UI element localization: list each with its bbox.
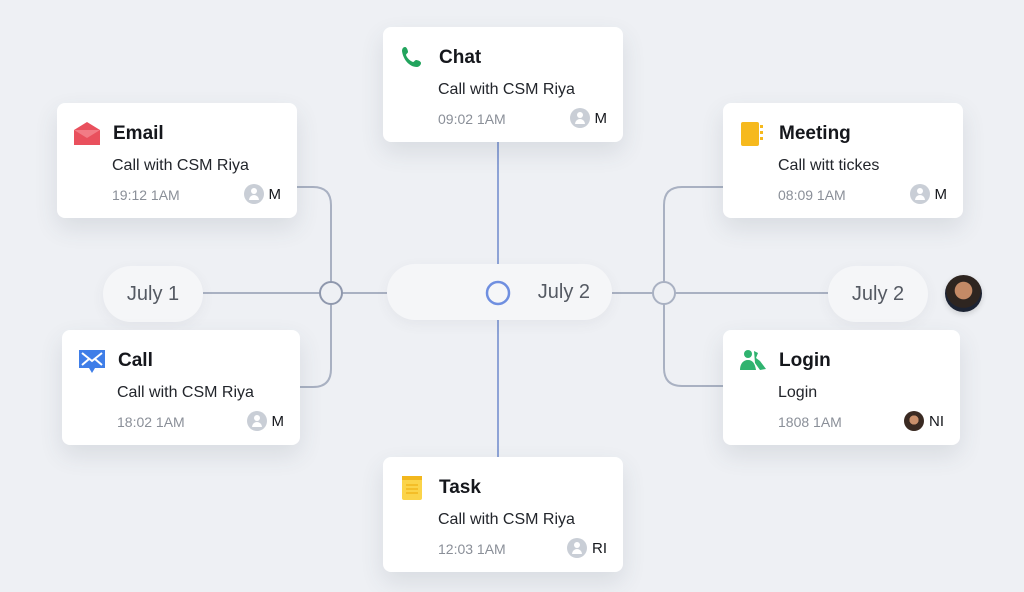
date-pill-july-2-center[interactable]: July 2 <box>387 264 612 320</box>
phone-icon <box>402 47 421 67</box>
card-user: M <box>246 411 285 431</box>
card-subtitle: Login <box>778 384 818 401</box>
card-meeting[interactable]: Meeting Call witt tickes 08:09 1AM M <box>723 103 963 218</box>
card-title: Login <box>779 350 831 371</box>
user-icon <box>246 411 267 431</box>
card-user: RI <box>567 538 607 558</box>
user-icon <box>909 184 930 204</box>
user-initial: M <box>268 185 282 203</box>
user-initial: M <box>594 109 608 127</box>
card-time: 08:09 1AM <box>778 187 846 203</box>
card-time: 19:12 1AM <box>112 187 180 203</box>
card-subtitle: Call with CSM Riya <box>438 81 575 98</box>
envelope-icon <box>74 122 100 145</box>
card-chat[interactable]: Chat Call with CSM Riya 09:02 1AM M <box>383 27 623 142</box>
user-initial: RI <box>592 539 607 557</box>
user-initial: NI <box>929 412 944 430</box>
user-icon <box>243 184 264 204</box>
card-time: 12:03 1AM <box>438 541 506 557</box>
user-avatar <box>904 411 924 431</box>
user-initial: M <box>271 412 285 430</box>
card-subtitle: Call with CSM Riya <box>438 511 575 528</box>
avatar[interactable] <box>945 275 982 312</box>
card-time: 09:02 1AM <box>438 111 506 127</box>
card-user: NI <box>904 411 944 431</box>
date-label: July 2 <box>537 280 590 303</box>
card-title: Meeting <box>779 123 851 144</box>
card-user: M <box>909 184 948 204</box>
notebook-icon <box>741 122 763 146</box>
user-icon <box>567 538 587 558</box>
user-icon <box>569 108 590 128</box>
notepad-icon <box>402 476 422 500</box>
date-pill-july-2-right[interactable]: July 2 <box>828 266 928 322</box>
date-pill-july-1[interactable]: July 1 <box>103 266 203 322</box>
card-user: M <box>243 184 282 204</box>
users-icon <box>740 350 766 370</box>
card-user: M <box>569 108 608 128</box>
date-label: July 1 <box>126 282 180 305</box>
node-left <box>319 281 343 305</box>
card-subtitle: Call with CSM Riya <box>117 384 254 401</box>
user-initial: M <box>934 185 948 203</box>
message-icon <box>79 350 105 373</box>
card-title: Email <box>113 123 164 144</box>
card-title: Chat <box>439 47 482 68</box>
card-login[interactable]: Login Login 1808 1AM NI <box>723 330 960 445</box>
date-label: July 2 <box>851 282 905 305</box>
card-subtitle: Call with CSM Riya <box>112 157 249 174</box>
card-time: 18:02 1AM <box>117 414 185 430</box>
card-title: Call <box>118 350 153 371</box>
card-email[interactable]: Email Call with CSM Riya 19:12 1AM M <box>57 103 297 218</box>
node-right <box>652 281 676 305</box>
card-task[interactable]: Task Call with CSM Riya 12:03 1AM RI <box>383 457 623 572</box>
card-title: Task <box>439 477 481 498</box>
card-time: 1808 1AM <box>778 414 842 430</box>
card-call[interactable]: Call Call with CSM Riya 18:02 1AM M <box>62 330 300 445</box>
card-subtitle: Call witt tickes <box>778 157 880 174</box>
